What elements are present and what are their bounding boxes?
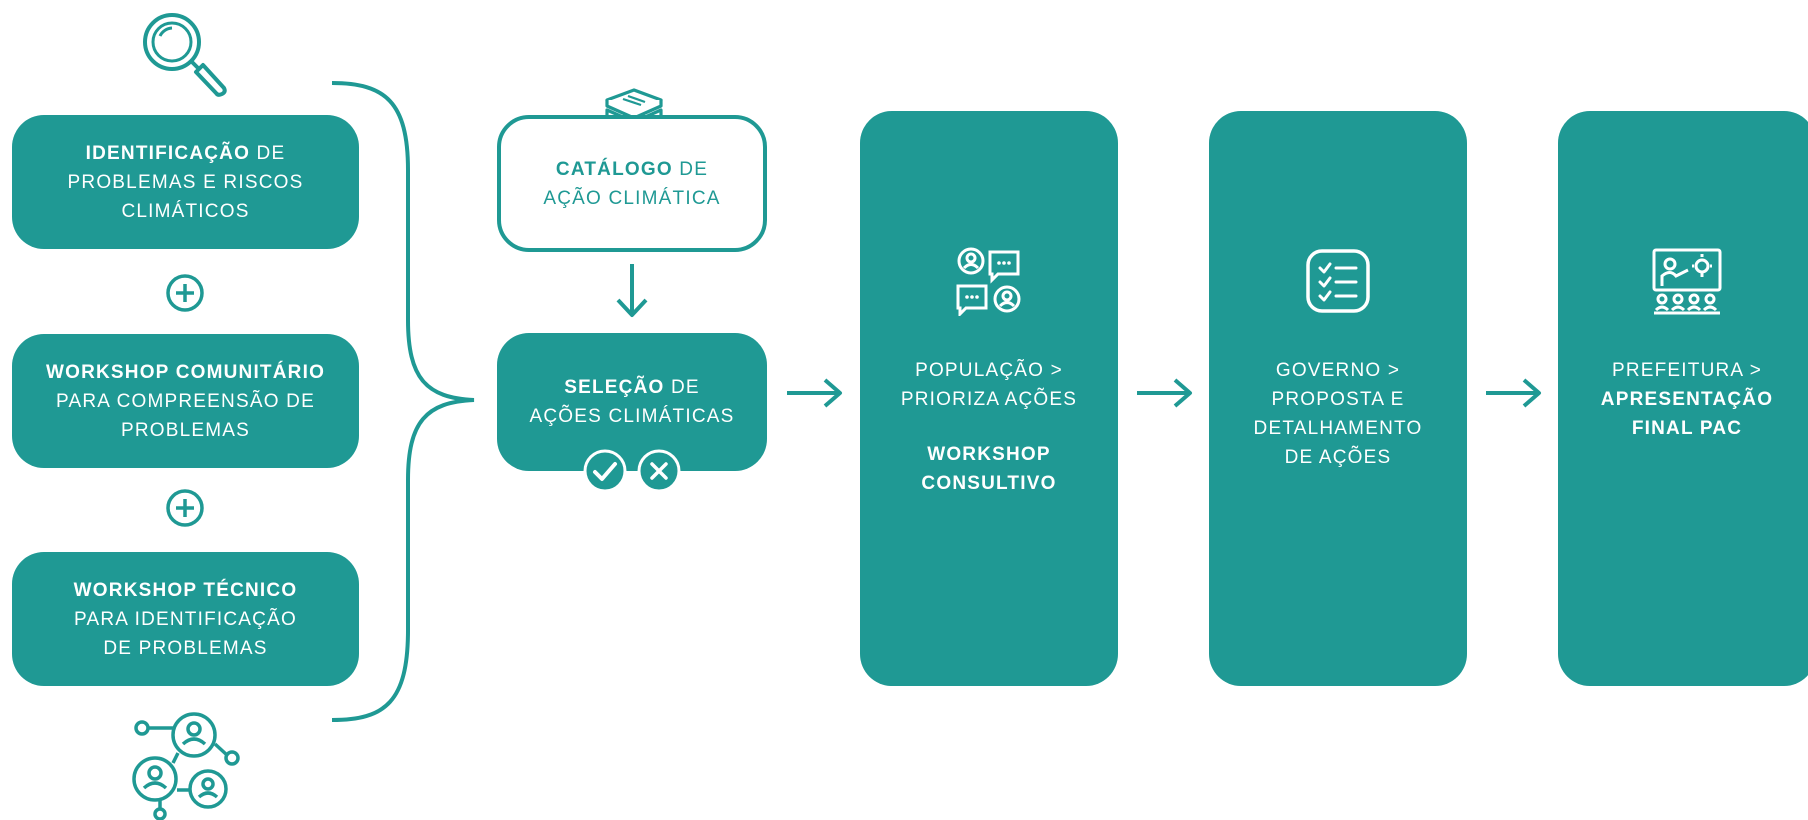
step-technical-workshop-box: WORKSHOP TÉCNICO PARA IDENTIFICAÇÃO DE P… [12, 552, 359, 686]
government-line4: DE AÇÕES [1284, 447, 1392, 468]
people-chat-icon [956, 247, 1021, 316]
step-identification-box: IDENTIFICAÇÃO DE PROBLEMAS E RISCOS CLIM… [12, 115, 359, 249]
catalog-line2: AÇÃO CLIMÁTICA [543, 187, 721, 209]
selection-line2: AÇÕES CLIMÁTICAS [529, 406, 735, 427]
government-column: GOVERNO > PROPOSTA E DETALHAMENTO DE AÇÕ… [1209, 111, 1467, 686]
plus-circle-icon [166, 274, 204, 312]
government-line1: GOVERNO > [1275, 360, 1401, 381]
population-line2: PRIORIZA AÇÕES [900, 389, 1078, 410]
government-line3: DETALHAMENTO [1253, 418, 1423, 439]
step-identification-line3: CLIMÁTICOS [121, 200, 250, 222]
step-identification-suffix: DE [250, 142, 286, 164]
catalog-bold: CATÁLOGO [555, 158, 673, 180]
step-technical-bold: WORKSHOP TÉCNICO [73, 579, 298, 601]
magnifier-icon [143, 13, 227, 97]
right-arrow [787, 378, 842, 408]
government-line2: PROPOSTA E [1271, 389, 1405, 410]
selection-bold: SELEÇÃO [564, 377, 665, 398]
plus-circle-icon [166, 489, 204, 527]
population-line1: POPULAÇÃO > [915, 360, 1063, 381]
step-community-workshop-box: WORKSHOP COMUNITÁRIO PARA COMPREENSÃO DE… [12, 334, 359, 468]
checklist-icon [1306, 249, 1370, 313]
city-hall-column: PREFEITURA > APRESENTAÇÃO FINAL PAC [1558, 111, 1808, 686]
selection-box: SELEÇÃO DE AÇÕES CLIMÁTICAS [497, 333, 767, 471]
step-community-bold: WORKSHOP COMUNITÁRIO [45, 361, 326, 383]
x-circle-icon [637, 449, 681, 493]
step-identification-bold: IDENTIFICAÇÃO [85, 142, 251, 164]
selection-suffix: DE [664, 377, 700, 398]
right-arrow [1486, 378, 1541, 408]
population-bold1: WORKSHOP [927, 444, 1051, 465]
grouping-bracket [331, 81, 475, 722]
city-hall-bold1: APRESENTAÇÃO [1600, 389, 1774, 410]
population-bold2: CONSULTIVO [921, 473, 1057, 494]
city-hall-bold2: FINAL PAC [1631, 418, 1743, 439]
step-technical-line3: DE PROBLEMAS [103, 637, 268, 659]
step-technical-line2: PARA IDENTIFICAÇÃO [74, 608, 297, 630]
presentation-icon [1652, 248, 1722, 315]
catalog-box: CATÁLOGO DE AÇÃO CLIMÁTICA [497, 115, 767, 252]
right-arrow [1137, 378, 1192, 408]
population-column: POPULAÇÃO > PRIORIZA AÇÕES WORKSHOP CONS… [860, 111, 1118, 686]
people-network-icon [132, 712, 240, 820]
step-community-line2: PARA COMPREENSÃO DE [56, 390, 315, 412]
city-hall-line1: PREFEITURA > [1611, 360, 1763, 381]
check-circle-icon [583, 449, 627, 493]
step-identification-line2: PROBLEMAS E RISCOS [67, 171, 304, 193]
step-community-line3: PROBLEMAS [120, 419, 251, 441]
down-arrow [616, 264, 648, 317]
catalog-suffix: DE [672, 158, 709, 180]
